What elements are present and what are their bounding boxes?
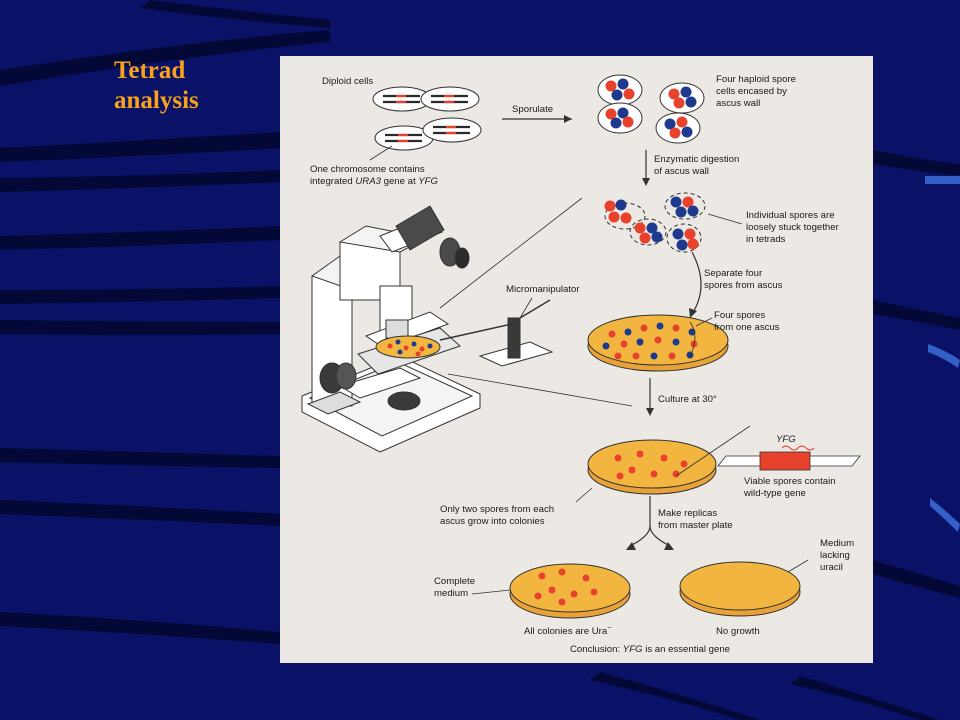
label-separate-line2: spores from ascus	[704, 280, 783, 291]
label-digestion-line1: Enzymatic digestion	[654, 154, 739, 165]
label-conclusion: Conclusion: YFG is an essential gene	[570, 644, 730, 655]
loose-tetrads	[604, 192, 706, 253]
label-four-spores-line1: Four spores	[714, 310, 765, 321]
slide-title-line2: analysis	[114, 87, 199, 114]
digestion-arrow	[642, 150, 650, 186]
sporulate-arrow	[502, 115, 572, 123]
label-sporulate: Sporulate	[512, 104, 553, 115]
label-medium-line1: Medium	[820, 538, 854, 549]
label-viable-line2: wild-type gene	[743, 488, 806, 499]
complete-medium-plate	[509, 563, 631, 619]
label-complete-line2: medium	[434, 588, 468, 599]
label-chromosome-line1: One chromosome contains	[310, 164, 425, 175]
label-culture: Culture at 30°	[658, 394, 717, 405]
label-only-two-line2: ascus grow into colonies	[440, 516, 545, 527]
label-no-growth: No growth	[716, 626, 760, 637]
microscope-plate-spores	[387, 339, 433, 357]
culture-arrow	[646, 378, 654, 416]
no-uracil-plate	[679, 561, 801, 617]
label-individual-line2: loosely stuck together	[746, 222, 840, 233]
slide-title-line1: Tetrad	[114, 57, 186, 84]
label-replicas-line1: Make replicas	[658, 508, 717, 519]
master-plate	[587, 314, 729, 372]
label-chromosome-line2: integrated URA3 gene at YFG	[310, 176, 439, 187]
separate-arrow	[689, 251, 702, 318]
chromosomes	[383, 94, 470, 143]
micromanipulator-device	[439, 299, 554, 367]
label-four-spores-line2: from one ascus	[714, 322, 780, 333]
colony-plate	[587, 439, 717, 495]
label-only-two-line1: Only two spores from each	[440, 504, 554, 515]
label-individual-line1: Individual spores are	[746, 210, 835, 221]
label-individual-line3: in tetrads	[746, 234, 786, 245]
label-medium-line3: uracil	[820, 562, 843, 573]
diploid-cells	[372, 86, 482, 151]
label-separate-line1: Separate four	[704, 268, 763, 279]
label-replicas-line2: from master plate	[658, 520, 733, 531]
label-haploid-line1: Four haploid spore	[716, 74, 796, 85]
label-complete-line1: Complete	[434, 576, 475, 587]
label-all-colonies: All colonies are Ura−	[524, 625, 611, 637]
label-viable-line1: Viable spores contain	[744, 476, 836, 487]
label-medium-line2: lacking	[820, 550, 850, 561]
asci	[597, 74, 705, 144]
label-haploid-line2: cells encased by	[716, 86, 787, 97]
gene-diagram	[717, 445, 861, 471]
label-micromanipulator: Micromanipulator	[506, 284, 580, 295]
label-digestion-line2: of ascus wall	[654, 166, 709, 177]
label-yfg: YFG	[776, 434, 796, 445]
microscope	[301, 205, 481, 453]
label-haploid-line3: ascus wall	[716, 98, 760, 109]
tetrad-analysis-figure: Diploid cells One chromosome contains in…	[280, 56, 873, 663]
label-diploid-cells: Diploid cells	[322, 76, 373, 87]
slide-title: Tetrad analysis	[114, 56, 274, 116]
